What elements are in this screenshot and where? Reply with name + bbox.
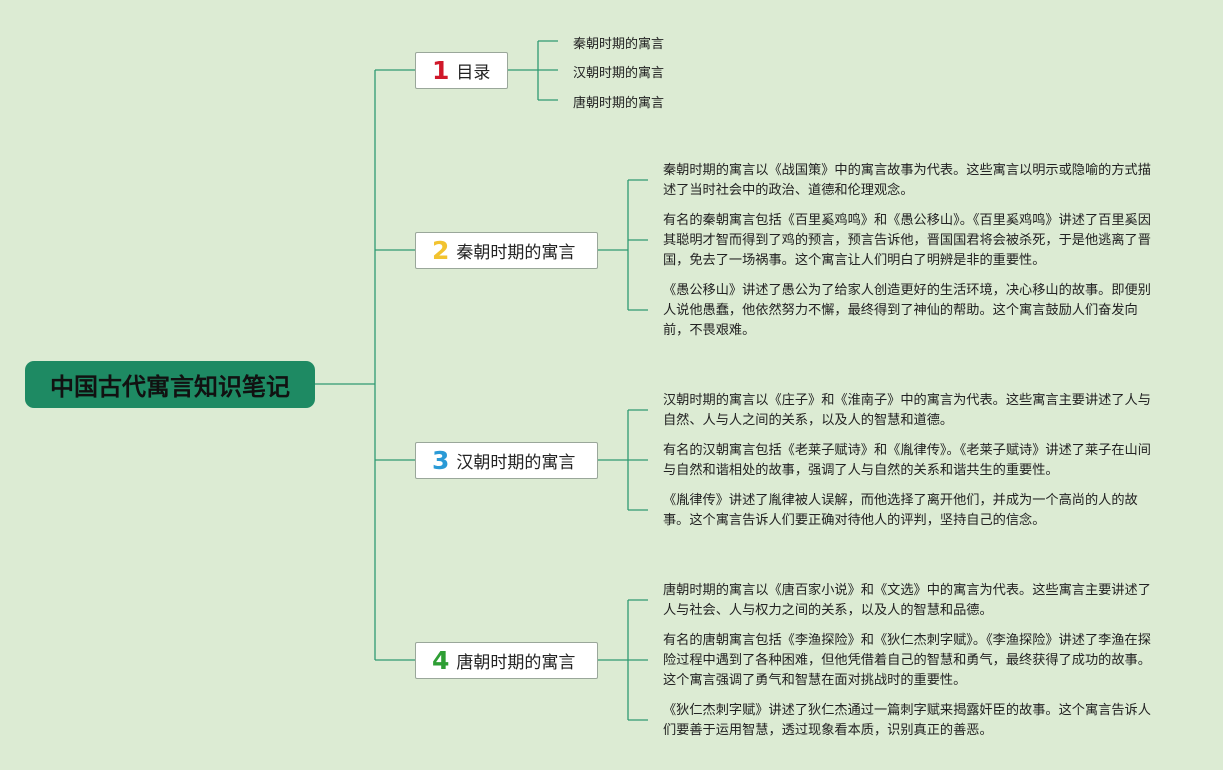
note-paragraph[interactable]: 有名的秦朝寓言包括《百里奚鸡鸣》和《愚公移山》。《百里奚鸡鸣》讲述了百里奚因其聪…: [663, 213, 1151, 268]
branch-label: 唐朝时期的寓言: [456, 653, 576, 673]
branch-label: 汉朝时期的寓言: [456, 453, 576, 473]
branch-node-qin[interactable]: 2 秦朝时期的寓言: [415, 232, 598, 269]
branch-number: 2: [432, 236, 450, 265]
note-paragraph[interactable]: 《愚公移山》讲述了愚公为了给家人创造更好的生活环境，决心移山的故事。即便别人说他…: [663, 283, 1151, 338]
note-paragraph[interactable]: 《胤律传》讲述了胤律被人误解，而他选择了离开他们，并成为一个高尚的人的故事。这个…: [663, 493, 1138, 528]
branch-label: 秦朝时期的寓言: [456, 243, 576, 263]
toc-item[interactable]: 唐朝时期的寓言: [573, 96, 665, 111]
note-paragraph[interactable]: 《狄仁杰刺字赋》讲述了狄仁杰通过一篇刺字赋来揭露奸臣的故事。这个寓言告诉人们要善…: [663, 703, 1151, 738]
note-paragraph[interactable]: 唐朝时期的寓言以《唐百家小说》和《文选》中的寓言为代表。这些寓言主要讲述了人与社…: [663, 583, 1151, 618]
branch-node-han[interactable]: 3 汉朝时期的寓言: [415, 442, 598, 479]
note-paragraph[interactable]: 有名的汉朝寓言包括《老莱子赋诗》和《胤律传》。《老莱子赋诗》讲述了莱子在山间与自…: [663, 443, 1151, 478]
root-title: 中国古代寓言知识笔记: [50, 373, 290, 401]
branch-number: 4: [432, 646, 450, 675]
toc-item[interactable]: 汉朝时期的寓言: [573, 66, 665, 81]
note-paragraph[interactable]: 汉朝时期的寓言以《庄子》和《淮南子》中的寓言为代表。这些寓言主要讲述了人与自然、…: [663, 393, 1151, 428]
branch-number: 1: [432, 56, 450, 85]
branch-label: 目录: [456, 63, 491, 83]
branch-node-tang[interactable]: 4 唐朝时期的寓言: [415, 642, 598, 679]
root-node[interactable]: 中国古代寓言知识笔记: [25, 361, 315, 408]
branch-node-contents[interactable]: 1 目录: [415, 52, 508, 89]
branch-number: 3: [432, 446, 450, 475]
toc-item[interactable]: 秦朝时期的寓言: [573, 37, 665, 52]
note-paragraph[interactable]: 秦朝时期的寓言以《战国策》中的寓言故事为代表。这些寓言以明示或隐喻的方式描述了当…: [663, 163, 1151, 198]
note-paragraph[interactable]: 有名的唐朝寓言包括《李渔探险》和《狄仁杰刺字赋》。《李渔探险》讲述了李渔在探险过…: [663, 633, 1151, 688]
